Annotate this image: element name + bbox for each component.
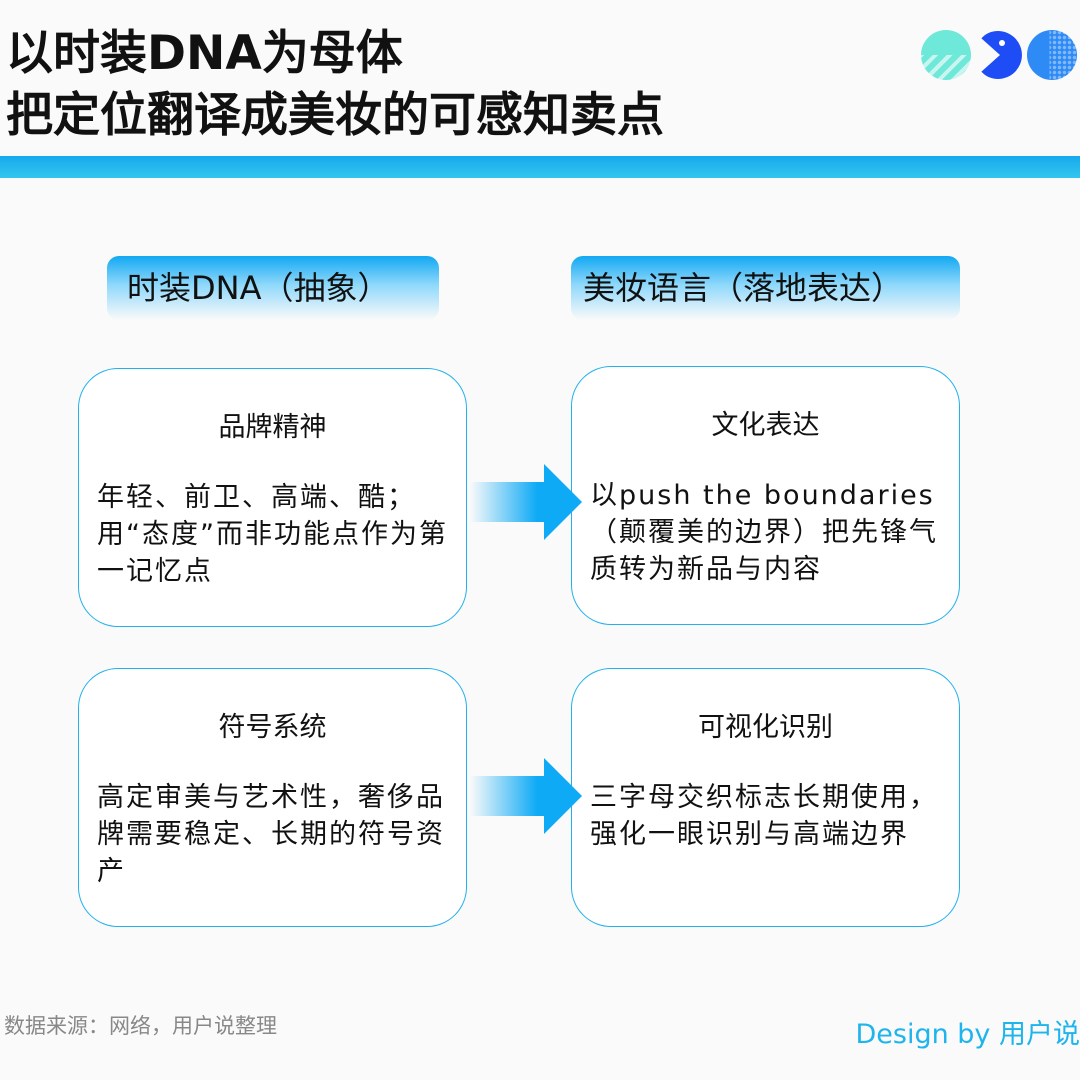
header-divider-bar [0, 156, 1080, 178]
card-visual-identity: 可视化识别 三字母交织标志长期使用，强化一眼识别与高端边界 [571, 668, 960, 927]
data-source-note: 数据来源：网络，用户说整理 [4, 1014, 277, 1038]
logo-pacman-icon [981, 31, 1022, 79]
design-credit: Design by 用户说 [855, 1019, 1080, 1050]
card-cultural-expression: 文化表达 以push the boundaries（颠覆美的边界）把先锋气质转为… [571, 366, 960, 625]
card-body: 年轻、前卫、高端、酷；用“态度”而非功能点作为第一记忆点 [97, 482, 448, 587]
card-title: 文化表达 [711, 410, 820, 441]
arrow-right-icon [470, 758, 582, 834]
card-body: 三字母交织标志长期使用，强化一眼识别与高端边界 [590, 782, 938, 850]
card-title: 品牌精神 [218, 412, 327, 443]
card-title: 符号系统 [218, 712, 327, 743]
card-body: 高定审美与艺术性，奢侈品牌需要稳定、长期的符号资产 [97, 782, 445, 887]
logo-dotted-circle-icon [1027, 30, 1077, 80]
arrow-right-icon [470, 464, 582, 540]
column-header-fashion-dna: 时装DNA（抽象） [107, 256, 439, 320]
column-header-beauty-language: 美妆语言（落地表达） [571, 256, 960, 320]
card-brand-spirit: 品牌精神 年轻、前卫、高端、酷；用“态度”而非功能点作为第一记忆点 [78, 368, 467, 627]
page-title-line2: 把定位翻译成美妆的可感知卖点 [6, 88, 664, 143]
logo-striped-circle-icon [921, 30, 971, 80]
card-title: 可视化识别 [698, 712, 833, 743]
card-symbol-system: 符号系统 高定审美与艺术性，奢侈品牌需要稳定、长期的符号资产 [78, 668, 467, 927]
card-body: 以push the boundaries（颠覆美的边界）把先锋气质转为新品与内容 [590, 480, 938, 585]
page-title-line1: 以时装DNA为母体 [6, 26, 403, 81]
